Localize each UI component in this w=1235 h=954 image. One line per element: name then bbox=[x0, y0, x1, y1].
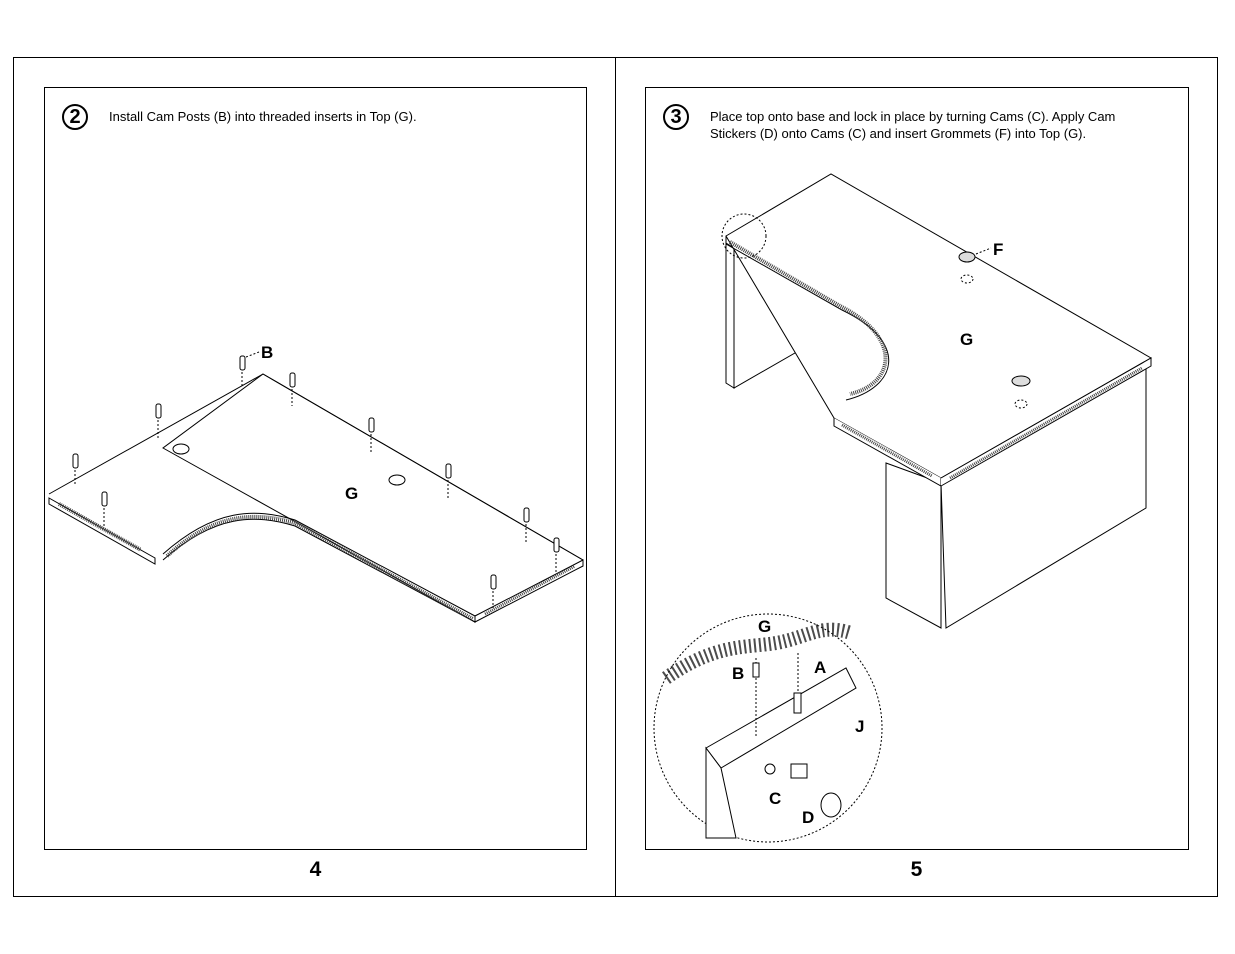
label-cam-post: B bbox=[732, 664, 744, 683]
manual-page-5: 3 Place top onto base and lock in place … bbox=[615, 57, 1218, 897]
step-instruction: Install Cam Posts (B) into threaded inse… bbox=[109, 109, 417, 124]
step-2-panel: 2 Install Cam Posts (B) into threaded in… bbox=[44, 87, 587, 850]
cam-post-icon bbox=[490, 574, 497, 608]
step-number-badge: 3 bbox=[663, 104, 689, 130]
cam-post-icon bbox=[445, 463, 452, 498]
cam-post-icon bbox=[101, 491, 108, 528]
cam-post-icon bbox=[289, 372, 296, 406]
cam-post-icon bbox=[553, 537, 560, 572]
manual-page-4: 2 Install Cam Posts (B) into threaded in… bbox=[13, 57, 617, 897]
cam-post-icon bbox=[239, 355, 246, 388]
step-3-panel: 3 Place top onto base and lock in place … bbox=[645, 87, 1189, 850]
label-dowel: A bbox=[814, 658, 826, 677]
step-number-badge: 2 bbox=[62, 104, 88, 130]
desk-top-illustration: B G bbox=[48, 343, 584, 623]
desk-top-outline bbox=[162, 373, 584, 623]
label-top: G bbox=[960, 330, 973, 349]
label-top: G bbox=[345, 484, 358, 503]
cam-post-icon bbox=[523, 507, 530, 543]
page-number: 5 bbox=[910, 858, 923, 881]
cam-post-icon bbox=[368, 417, 375, 453]
page-number: 4 bbox=[309, 858, 322, 881]
label-grommet: F bbox=[993, 240, 1003, 259]
step-instruction: Place top onto base and lock in place by… bbox=[710, 109, 1116, 141]
label-detail-top: G bbox=[758, 617, 771, 636]
cam-lock-detail bbox=[653, 613, 883, 843]
label-panel: J bbox=[855, 717, 864, 736]
cam-post-icon bbox=[155, 403, 162, 438]
cam-posts bbox=[72, 355, 560, 608]
label-cam: C bbox=[769, 789, 781, 808]
label-cam-post: B bbox=[261, 343, 273, 362]
label-cam-sticker: D bbox=[802, 808, 814, 827]
assembled-desk-illustration: F G G B A J C D bbox=[653, 173, 1153, 843]
cam-post-icon bbox=[72, 453, 79, 486]
